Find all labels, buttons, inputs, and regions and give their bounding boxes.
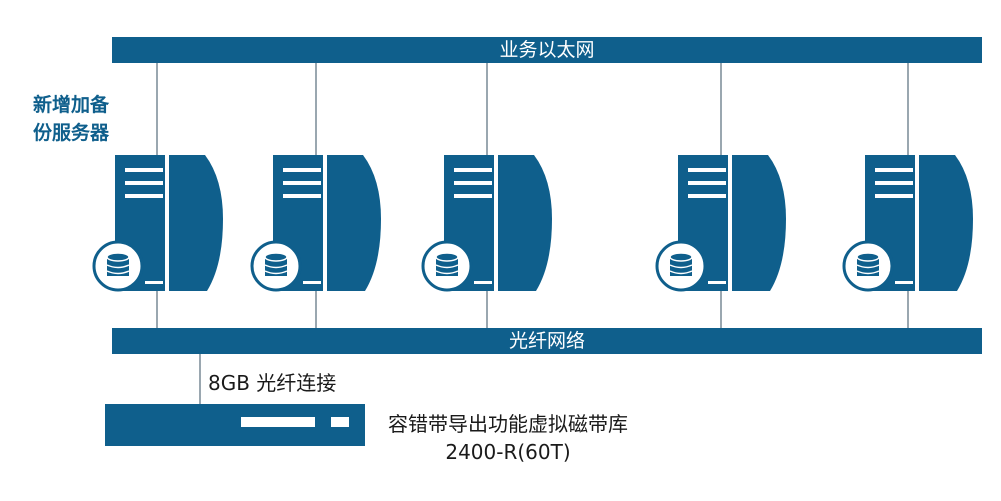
- database-icon: [92, 240, 144, 292]
- tape-library-label: 容错带导出功能虚拟磁带库 2400-R(60T): [383, 410, 633, 466]
- ethernet-network-bar: 业务以太网: [112, 37, 982, 63]
- ethernet-network-label: 业务以太网: [499, 39, 595, 61]
- database-icon: [421, 240, 473, 292]
- server-2: [250, 155, 381, 292]
- server-5: [842, 155, 973, 292]
- server-1: [92, 155, 223, 292]
- server-tower-icon: [865, 155, 973, 291]
- new-backup-server-label-line2: 份服务器: [33, 122, 110, 144]
- database-icon: [842, 240, 894, 292]
- tape-library-icon: [105, 404, 365, 446]
- new-backup-server-label-line1: 新增加备: [33, 94, 110, 116]
- tape-library-name: 容错带导出功能虚拟磁带库: [388, 412, 628, 436]
- tape-library-model: 2400-R(60T): [445, 440, 571, 464]
- new-backup-server-label: 新增加备 份服务器: [33, 91, 133, 147]
- fiber-network-label: 光纤网络: [508, 330, 585, 352]
- server-4: [655, 155, 786, 292]
- fiber-network-bar: 光纤网络: [112, 328, 982, 354]
- fiber-connection-label: 8GB 光纤连接: [208, 371, 337, 395]
- server-3: [421, 155, 552, 292]
- database-icon: [655, 240, 707, 292]
- database-icon: [250, 240, 302, 292]
